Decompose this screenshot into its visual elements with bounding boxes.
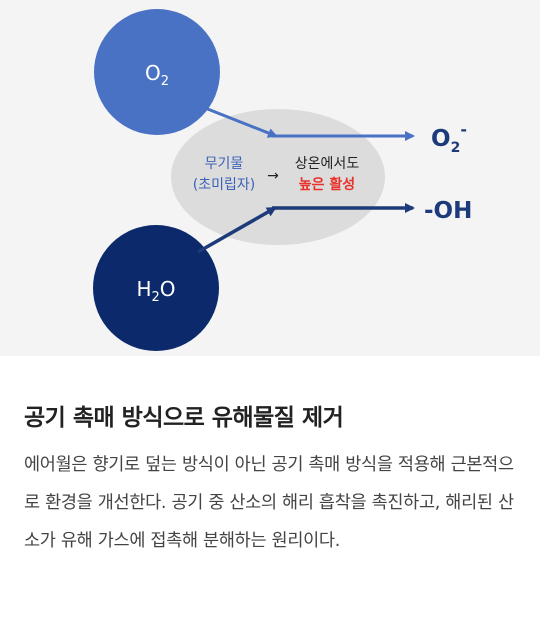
catalyst-line4: 높은 활성 xyxy=(299,176,355,193)
section-description: 에어월은 향기로 덮는 방식이 아닌 공기 촉매 방식을 적용해 근본적으로 환… xyxy=(24,455,514,551)
h2o-node-label: H2O xyxy=(136,277,175,305)
catalyst-diagram: O2 H2O 무기물 (초미립자) → 상온에서도 높은 활성 O2- -OH xyxy=(0,0,540,356)
h2o-diagonal-arrow xyxy=(197,206,277,254)
catalyst-arrow: → xyxy=(267,168,279,184)
o2-node xyxy=(94,9,220,135)
o2-node-label: O2 xyxy=(145,61,169,89)
h2o-node xyxy=(93,225,219,351)
catalyst-line2: (초미립자) xyxy=(193,177,255,193)
catalyst-line3: 상온에서도 xyxy=(295,156,360,172)
catalyst-line1: 무기물 xyxy=(205,156,244,172)
o2-diagonal-arrow xyxy=(199,104,278,138)
hydroxyl-label: -OH xyxy=(424,198,472,224)
catalyst-ellipse xyxy=(171,109,385,245)
superoxide-label: O2- xyxy=(431,120,467,156)
section-title: 공기 촉매 방식으로 유해물질 제거 xyxy=(24,405,344,431)
diagram-canvas: O2 H2O 무기물 (초미립자) → 상온에서도 높은 활성 O2- -OH xyxy=(93,9,472,351)
